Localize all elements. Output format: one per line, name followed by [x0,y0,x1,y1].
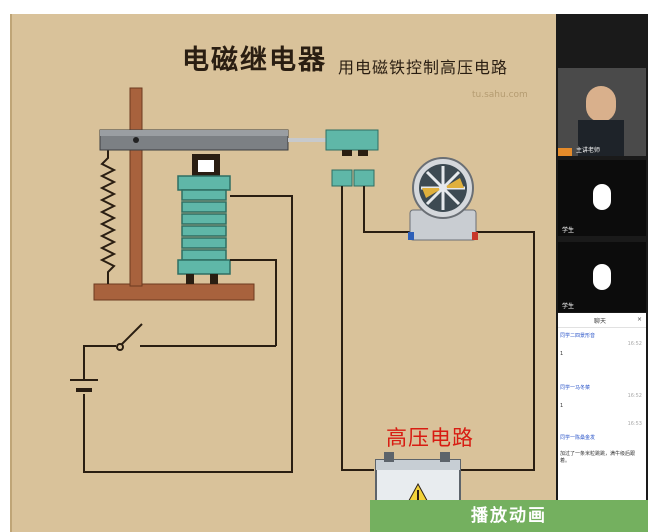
chat-time: 16:52 [627,341,642,347]
armature-highlight [100,130,288,136]
wire-high-voltage [341,186,535,471]
switch-icon [116,323,143,351]
core-highlight [198,160,214,172]
chat-sender: 同学一陈桑金发 [560,435,596,441]
coil-icon [177,175,231,275]
avatar-icon [593,264,611,290]
wire-low-voltage [83,195,293,473]
fixed-contact-left [331,169,353,187]
speaker-badge [558,148,572,156]
animation-board: 电磁继电器 用电磁铁控制高压电路 高压电路 tu.sahu.com [10,14,556,532]
high-voltage-label: 高压电路 [386,426,474,450]
video-tile-attendee-2[interactable]: 学生 [558,242,646,312]
speaker-face [586,86,616,122]
page-subtitle: 用电磁铁控制高压电路 [338,58,509,77]
speaker-body [578,120,624,156]
spring-icon [99,148,117,284]
moving-contact [325,129,379,151]
pivot [133,137,139,143]
video-tile-name: 学生 [562,303,575,310]
play-animation-button[interactable]: 播放动画 [370,500,648,532]
chat-message: 1 [560,403,564,409]
coil-foot-right [210,274,218,284]
chat-time: 16:53 [627,421,642,427]
chat-message: 1 [560,351,564,357]
video-tile-name: 学生 [562,227,575,234]
relay-post [129,87,143,287]
contact-tip-left [342,150,352,156]
coil-foot-left [186,274,194,284]
contact-tip-right [358,150,368,156]
chat-message: 加过了一条米粒跳跳，满牛级后跟着。 [560,451,636,464]
chat-panel: 聊天 × 同学二四景形音 16:52 1 同学一马冬菜 16:52 1 16:5… [558,313,646,503]
avatar-icon [593,184,611,210]
chat-title: 聊天 [594,318,607,325]
relay-diagram [70,87,535,521]
video-tile-speaker[interactable]: 主讲老师 [558,68,646,156]
fixed-contact-right [353,169,375,187]
battery-icon [70,379,98,392]
video-tile-attendee-1[interactable]: 学生 [558,160,646,236]
watermark: tu.sahu.com [472,90,528,100]
chat-sender: 同学一马冬菜 [560,385,591,391]
chat-sender: 同学二四景形音 [560,333,596,339]
relay-base [93,283,255,301]
chat-time: 16:52 [627,393,642,399]
close-icon[interactable]: × [636,316,642,323]
page-title: 电磁继电器 [182,45,327,76]
chat-header: 聊天 × [558,313,646,328]
fan-motor-icon [408,157,478,241]
video-tile-name: 主讲老师 [576,147,601,154]
